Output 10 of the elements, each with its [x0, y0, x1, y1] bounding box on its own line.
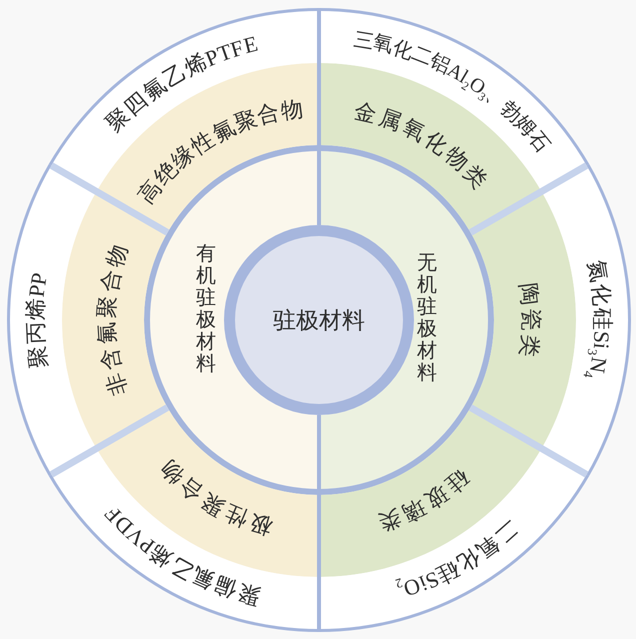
segment-label: 硅玻璃类	[376, 466, 472, 534]
outer-ring-segment	[7, 163, 97, 476]
segment-label: 非含氟聚合物	[96, 242, 131, 398]
segment-label: 陶瓷类	[517, 282, 542, 358]
segment-label: 有机驻极材料	[196, 243, 216, 375]
segment-label: 极性聚合物	[156, 456, 274, 538]
outer-ring-segment	[541, 163, 631, 476]
segment-label: 无机驻极材料	[417, 252, 437, 384]
segment-label: 聚丙烯PP	[24, 270, 51, 369]
center-label: 驻极材料	[273, 306, 365, 334]
